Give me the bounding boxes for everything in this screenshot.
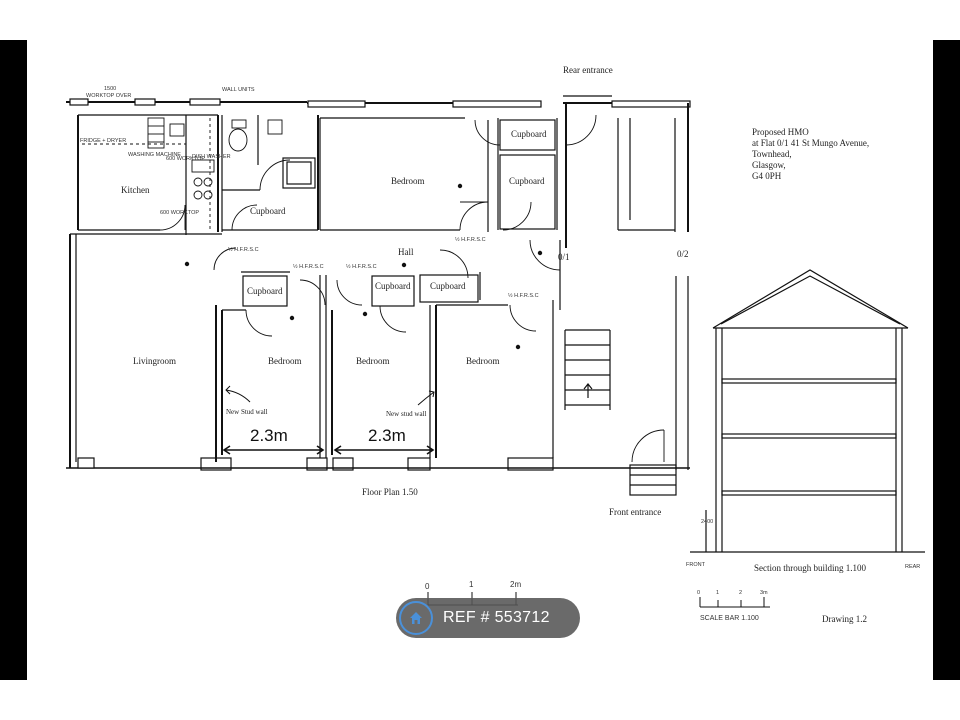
section-front-label: FRONT xyxy=(686,562,706,568)
room-label-bedroom-3: Bedroom xyxy=(466,356,500,366)
room-label-bedroom-1: Bedroom xyxy=(268,356,302,366)
info-line-2: at Flat 0/1 41 St Mungo Avenue, xyxy=(752,138,869,148)
floor-plan-sheet: Kitchen Livingroom Bedroom Bedroom Bedro… xyxy=(27,40,933,680)
dimension-label-1: 2.3m xyxy=(250,426,288,445)
drawing-number: Drawing 1.2 xyxy=(822,614,867,624)
info-line-5: G4 0PH xyxy=(752,171,782,181)
note-fridge-dryer: FRIDGE + DRYER xyxy=(80,138,126,144)
bottom-band xyxy=(0,680,960,720)
room-label-bedroom-top: Bedroom xyxy=(391,176,425,186)
note-dish-washer: DISH WASHER xyxy=(192,154,231,160)
note-worktop-1500: 1500 xyxy=(104,86,116,92)
section-scale-3m: 3m xyxy=(760,590,768,596)
room-label-cupboard-top-right-2: Cupboard xyxy=(509,176,545,186)
section-scale-1: 1 xyxy=(716,590,719,596)
detector-dots xyxy=(184,183,543,350)
fixtures xyxy=(82,117,283,230)
note-fire-door-5: ½ H.F.R.S.C xyxy=(508,292,539,299)
flat-0-2-label: 0/2 xyxy=(677,249,689,259)
room-label-cupboard-top-right-1: Cupboard xyxy=(511,129,547,139)
room-label-kitchen: Kitchen xyxy=(121,185,150,195)
info-line-1: Proposed HMO xyxy=(752,127,809,137)
room-label-cupboard-wc: Cupboard xyxy=(250,206,286,216)
info-line-4: Glasgow, xyxy=(752,160,786,170)
right-border xyxy=(933,40,960,680)
left-border xyxy=(0,40,27,680)
plan-scale-2m: 2m xyxy=(510,580,521,589)
info-line-3: Townhead, xyxy=(752,149,792,159)
room-label-cupboard-bed2: Cupboard xyxy=(375,281,411,291)
top-band xyxy=(0,0,960,40)
dimension-lines xyxy=(222,445,435,455)
flat-0-1-label: 0/1 xyxy=(558,252,570,262)
ref-badge: REF # 553712 xyxy=(396,598,580,638)
room-label-cupboard-bed1: Cupboard xyxy=(247,286,283,296)
plan-scale-1: 1 xyxy=(469,580,474,589)
stud-wall-label-2: New stud wall xyxy=(386,410,426,418)
stud-wall-arrows xyxy=(225,385,435,406)
plan-walls xyxy=(66,95,691,496)
section-scale-caption: SCALE BAR 1.100 xyxy=(700,615,759,622)
rear-entrance-label: Rear entrance xyxy=(563,65,613,75)
ref-label: REF # 553712 xyxy=(443,609,550,626)
floor-plan-title: Floor Plan 1.50 xyxy=(362,487,418,497)
section-rear-label: REAR xyxy=(905,564,920,570)
note-fire-door-3: ½ H.F.R.S.C xyxy=(346,263,377,270)
room-label-livingroom: Livingroom xyxy=(133,356,176,366)
floor-plan-drawing: Kitchen Livingroom Bedroom Bedroom Bedro… xyxy=(66,65,925,624)
dimension-label-2: 2.3m xyxy=(368,426,406,445)
note-worktop-over: WORKTOP OVER xyxy=(86,93,131,99)
room-label-cupboard-hall: Cupboard xyxy=(430,281,466,291)
note-fire-door-1: ½ H.F.R.S.C xyxy=(228,246,259,253)
note-fire-door-4: ½ H.F.R.S.C xyxy=(455,236,486,243)
section-scale-bar xyxy=(699,597,770,608)
plan-scale-0: 0 xyxy=(425,582,430,591)
note-worktop-600b: 600 WORKTOP xyxy=(160,210,199,216)
section-drawing xyxy=(690,269,925,553)
note-washing-machine: WASHING MACHINE xyxy=(128,152,181,158)
room-label-bedroom-2: Bedroom xyxy=(356,356,390,366)
section-scale-0: 0 xyxy=(697,590,700,596)
home-icon xyxy=(399,601,433,635)
front-entrance-label: Front entrance xyxy=(609,507,661,517)
section-height-label: 2400 xyxy=(701,519,713,525)
stud-wall-label-1: New Stud wall xyxy=(226,408,268,416)
room-label-hall: Hall xyxy=(398,247,414,257)
section-scale-2: 2 xyxy=(739,590,742,596)
note-worktop-600: 600 WORKTOP xyxy=(166,156,205,162)
door-swings xyxy=(159,114,665,463)
note-wall-units: WALL UNITS xyxy=(222,87,255,93)
section-caption: Section through building 1.100 xyxy=(754,563,866,573)
note-fire-door-2: ½ H.F.R.S.C xyxy=(293,263,324,270)
